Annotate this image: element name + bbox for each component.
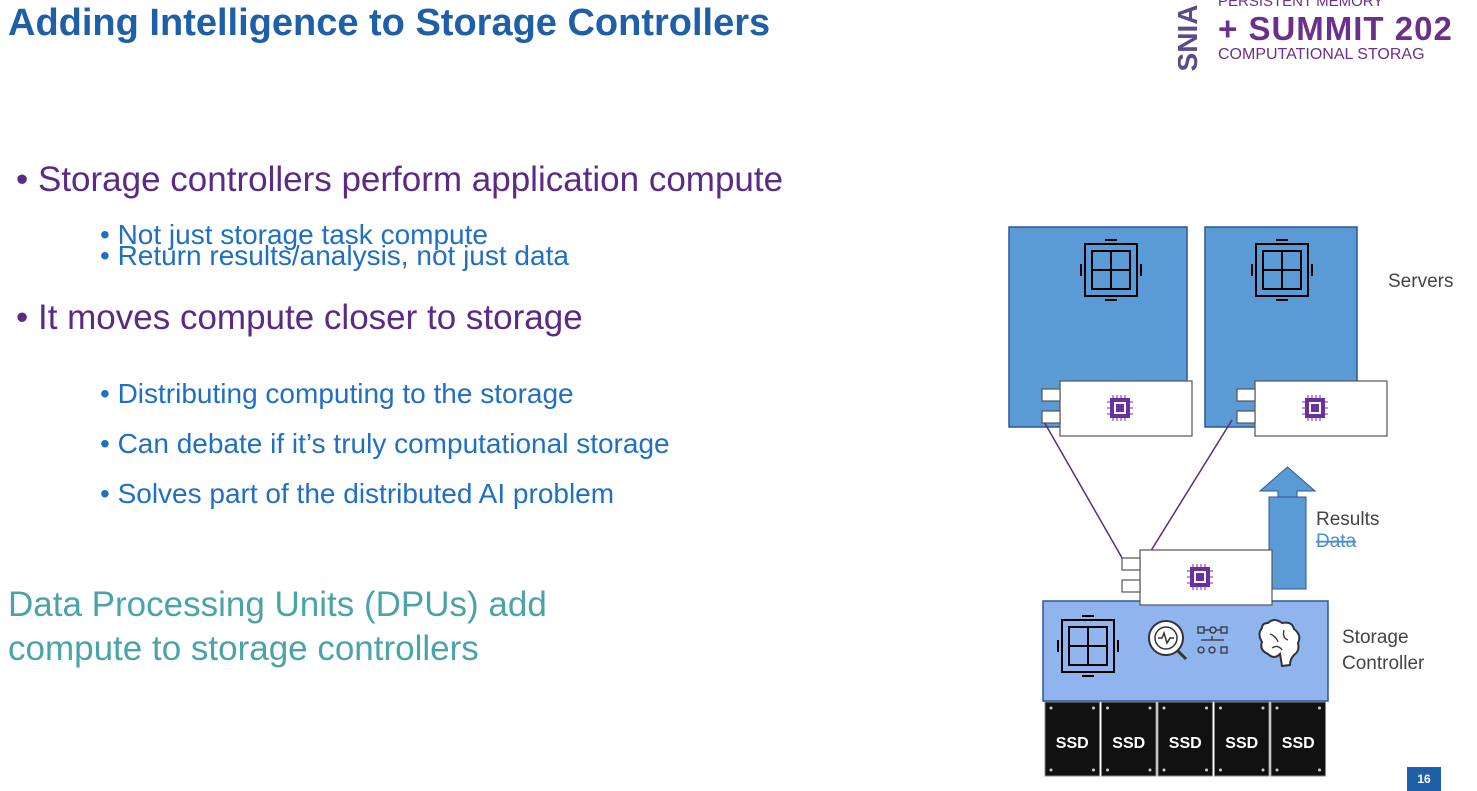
dpu-statement: Data Processing Units (DPUs) add compute…	[8, 583, 547, 671]
ssd-screw	[1318, 706, 1321, 710]
ssd-screw	[1049, 706, 1053, 710]
ssd-label: SSD	[1112, 735, 1145, 752]
analytics-icon	[1148, 620, 1188, 661]
bullet-1: • Storage controllers perform applicatio…	[16, 160, 784, 199]
ssd-screw	[1049, 768, 1053, 772]
logo-line-3: COMPUTATIONAL STORAG	[1218, 46, 1425, 63]
snia-summit-logo: SNIA PERSISTENT MEMORY + SUMMIT 202 COMP…	[1178, 0, 1477, 72]
controller-label-line-1: Storage	[1342, 627, 1409, 648]
ssd-screw	[1106, 706, 1109, 710]
ssd-screw	[1318, 768, 1321, 772]
bullet-2-sub-1: • Distributing computing to the storage	[100, 378, 574, 409]
logo-line-1: PERSISTENT MEMORY	[1218, 0, 1384, 10]
controller-label-line-2: Controller	[1342, 653, 1425, 674]
link-server-1	[1042, 419, 1130, 571]
ssd-screw	[1275, 768, 1279, 772]
flowchart-icon	[1197, 626, 1228, 654]
ssd-drive	[1270, 701, 1326, 777]
ssd-screw	[1092, 706, 1095, 710]
ssd-drive	[1101, 701, 1157, 777]
bullet-1-sub-2: • Return results/analysis, not just data	[100, 240, 569, 271]
ssd-screw	[1219, 768, 1222, 772]
bullet-2: • It moves compute closer to storage	[16, 298, 583, 337]
ssd-screw	[1092, 768, 1095, 772]
ssd-drive	[1157, 701, 1213, 777]
ssd-screw	[1275, 706, 1279, 710]
brain-icon	[1258, 619, 1301, 668]
link-server-2	[1138, 419, 1233, 571]
ssd-drive	[1214, 701, 1270, 777]
ssd-label: SSD	[1056, 735, 1089, 752]
server-2-dpu-card	[1237, 381, 1387, 436]
ssd-drive	[1044, 701, 1100, 777]
ssd-screw	[1205, 706, 1208, 710]
ssd-screw	[1106, 768, 1109, 772]
ssd-screw	[1205, 768, 1208, 772]
bullet-2-sub-2: • Can debate if it’s truly computational…	[100, 428, 670, 459]
logo-line-2: + SUMMIT 202	[1218, 10, 1453, 47]
servers-label: Servers	[1388, 271, 1453, 292]
ssd-screw	[1148, 768, 1152, 772]
dpu-line-1: Data Processing Units (DPUs) add	[8, 585, 547, 624]
page-number: 16	[1407, 767, 1441, 791]
ssd-screw	[1162, 768, 1166, 772]
slide-title: Adding Intelligence to Storage Controlle…	[8, 2, 771, 44]
data-label-struck: Data	[1316, 531, 1357, 552]
ssd-screw	[1162, 706, 1166, 710]
results-label: Results	[1316, 509, 1379, 530]
bullet-2-sub-3: • Solves part of the distributed AI prob…	[100, 478, 615, 509]
ssd-screw	[1261, 768, 1265, 772]
ssd-label: SSD	[1282, 735, 1315, 752]
ssd-label: SSD	[1225, 735, 1258, 752]
ssd-screw	[1261, 706, 1265, 710]
server-1-dpu-card	[1042, 381, 1192, 436]
ssd-array: SSD SSD SSD SSD SSD	[1044, 701, 1326, 777]
dpu-line-2: compute to storage controllers	[8, 629, 479, 668]
controller-dpu-card	[1122, 550, 1272, 605]
results-arrow-shaft	[1268, 496, 1307, 590]
ssd-screw	[1148, 706, 1152, 710]
ssd-label: SSD	[1169, 735, 1202, 752]
bullet-1-sub-1: • Not just storage task compute	[100, 219, 488, 250]
ssd-screw	[1219, 706, 1222, 710]
